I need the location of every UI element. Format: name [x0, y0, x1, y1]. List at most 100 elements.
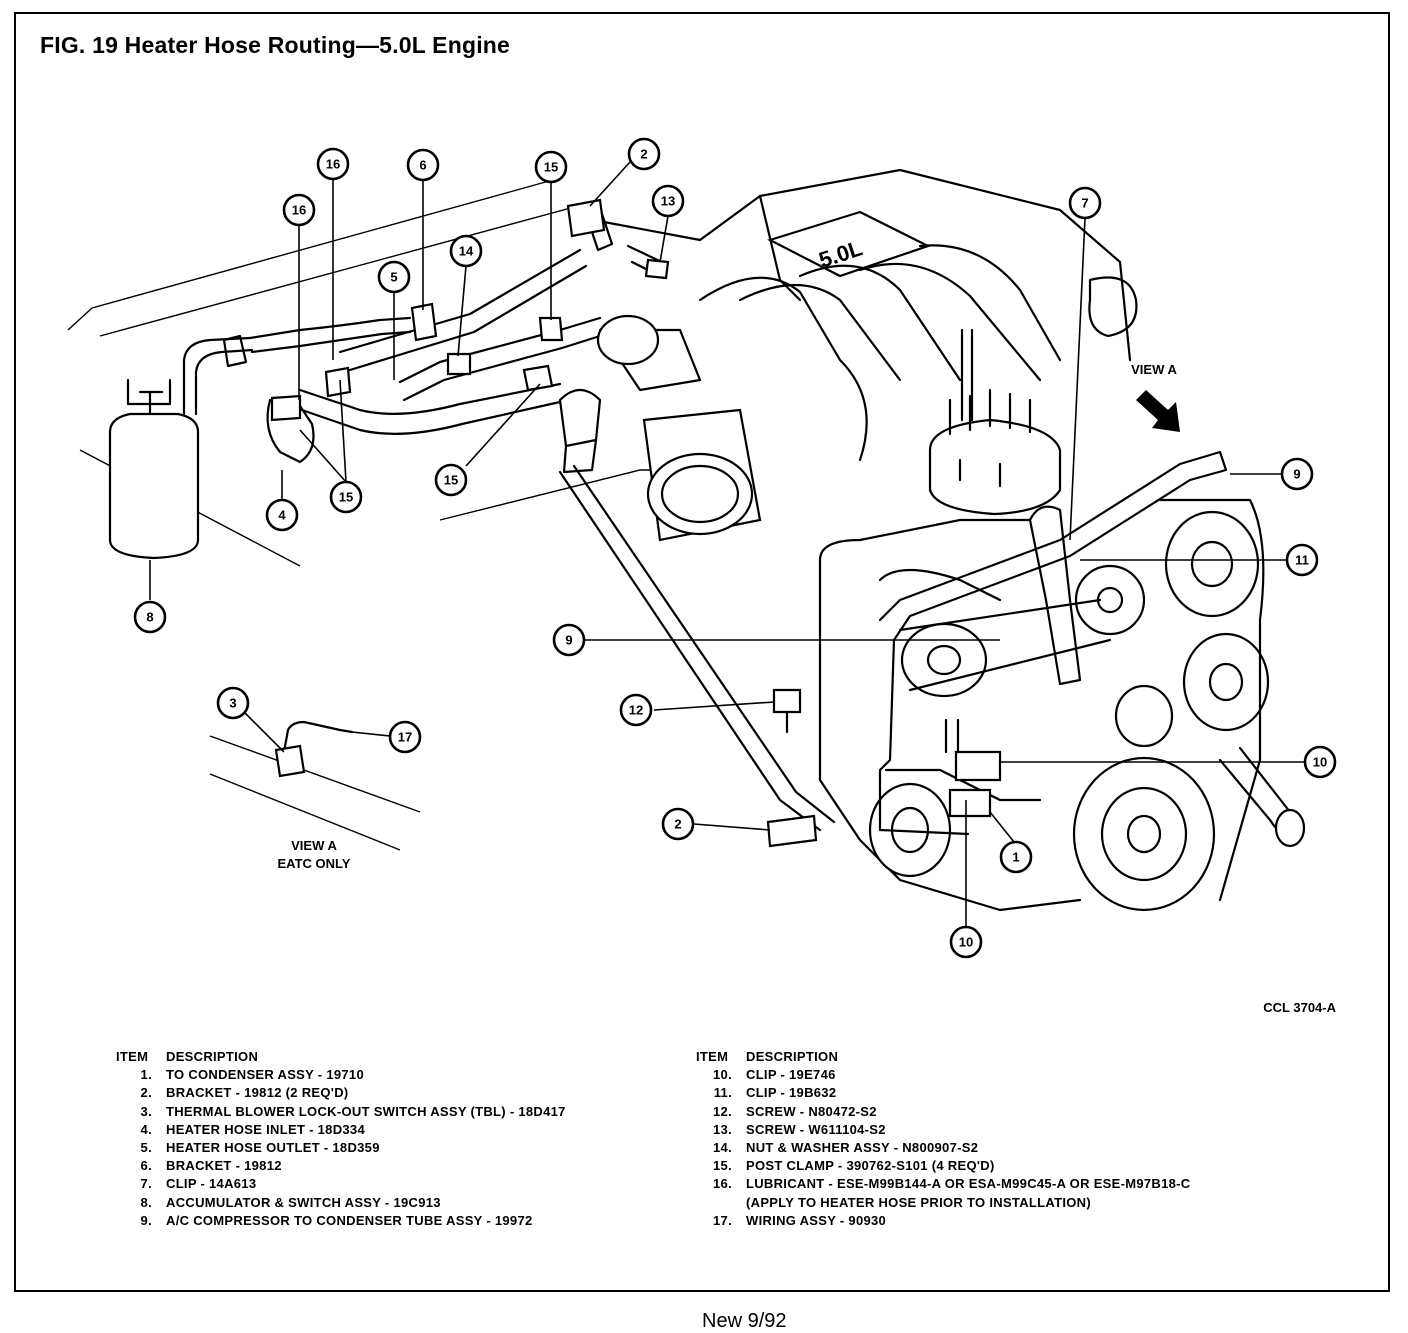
- callout-12: 12: [619, 693, 653, 727]
- svg-text:4: 4: [278, 508, 286, 523]
- callout-11: 11: [1285, 543, 1319, 577]
- legend-item-number: 10.: [713, 1067, 732, 1083]
- legend-item-description: A/C COMPRESSOR TO CONDENSER TUBE ASSY - …: [166, 1212, 533, 1228]
- legend-left-column: ITEM DESCRIPTION 1. TO CONDENSER ASSY - 1…: [116, 1048, 566, 1230]
- callout-16: 16: [316, 147, 350, 181]
- callout-15: 15: [329, 480, 363, 514]
- legend-item-number: 17.: [713, 1212, 732, 1228]
- legend-item-number: 14.: [713, 1140, 732, 1156]
- legend-row: 6.BRACKET - 19812: [116, 1157, 566, 1175]
- svg-text:16: 16: [292, 203, 306, 218]
- legend-item-number: 4.: [140, 1121, 152, 1137]
- legend-row: 7. CLIP - 14A613: [116, 1175, 566, 1193]
- svg-text:1: 1: [1012, 850, 1019, 865]
- legend-header: ITEM DESCRIPTION: [696, 1048, 1191, 1066]
- legend-row: 3.THERMAL BLOWER LOCK-OUT SWITCH ASSY (T…: [116, 1103, 566, 1121]
- legend-item-description: NUT & WASHER ASSY - N800907-S2: [746, 1140, 979, 1156]
- svg-text:2: 2: [640, 147, 647, 162]
- legend-item-number: 5.: [140, 1140, 152, 1156]
- legend-item-description: TO CONDENSER ASSY - 19710: [166, 1067, 364, 1083]
- legend-row: 12.SCREW - N80472-S2: [696, 1103, 1191, 1121]
- callout-8: 8: [133, 600, 167, 634]
- legend-row: 16. LUBRICANT - ESE-M99B144-A OR ESA-M99C…: [696, 1175, 1191, 1193]
- svg-text:6: 6: [419, 158, 426, 173]
- legend-header-item: ITEM: [696, 1049, 729, 1064]
- svg-text:14: 14: [459, 244, 474, 259]
- legend-right-column: ITEM DESCRIPTION 10. CLIP - 19E746 11. CLI…: [696, 1048, 1191, 1230]
- callout-4: 4: [265, 498, 299, 532]
- svg-text:9: 9: [565, 633, 572, 648]
- legend-item-number: 7.: [140, 1176, 152, 1192]
- legend-item-description: CLIP - 19E746: [746, 1067, 836, 1083]
- legend-item-description: HEATER HOSE OUTLET - 18D359: [166, 1140, 380, 1156]
- legend-item-description: CLIP - 19B632: [746, 1085, 837, 1101]
- callout-leaders: [149, 161, 1304, 926]
- legend-row: 1. TO CONDENSER ASSY - 19710: [116, 1066, 566, 1084]
- legend-item-description: SCREW - W611104-S2: [746, 1121, 886, 1137]
- drawing-code: CCL 3704-A: [1263, 1000, 1336, 1015]
- view-a-caption-line1: VIEW A: [291, 838, 337, 853]
- legend-row: 14. NUT & WASHER ASSY - N800907-S2: [696, 1139, 1191, 1157]
- legend-item-number: 15.: [713, 1158, 732, 1174]
- view-a-caption-line2: EATC ONLY: [278, 856, 351, 871]
- legend-header: ITEM DESCRIPTION: [116, 1048, 566, 1066]
- legend-header-description: DESCRIPTION: [746, 1049, 839, 1064]
- legend-item-number: 13.: [713, 1121, 732, 1137]
- svg-text:15: 15: [544, 160, 558, 175]
- legend-row: 10. CLIP - 19E746: [696, 1066, 1191, 1084]
- svg-text:11: 11: [1295, 553, 1309, 568]
- callout-15: 15: [434, 463, 468, 497]
- legend-item-number: 1.: [140, 1067, 152, 1083]
- callout-6: 6: [406, 148, 440, 182]
- figure-title: FIG. 19 Heater Hose Routing—5.0L Engine: [40, 32, 511, 58]
- legend-row: 4. HEATER HOSE INLET - 18D334: [116, 1121, 566, 1139]
- legend-item-description: LUBRICANT - ESE-M99B144-A OR ESA-M99C45-…: [746, 1176, 1191, 1192]
- callout-5: 5: [377, 260, 411, 294]
- legend-item-number: [696, 1194, 746, 1212]
- legend-item-number: 2.: [140, 1085, 152, 1101]
- figure-frame: [14, 12, 1390, 1292]
- svg-text:10: 10: [959, 935, 973, 950]
- svg-text:3: 3: [229, 696, 236, 711]
- legend-row: 11. CLIP - 19B632: [696, 1084, 1191, 1102]
- legend-item-description: SCREW - N80472-S2: [746, 1103, 877, 1119]
- callout-16: 16: [282, 193, 316, 227]
- legend-item-description: (APPLY TO HEATER HOSE PRIOR TO INSTALLAT…: [746, 1194, 1091, 1210]
- view-a-label: VIEW A: [1131, 362, 1177, 377]
- legend-row: 2. BRACKET - 19812 (2 REQ'D): [116, 1084, 566, 1102]
- svg-text:16: 16: [326, 157, 340, 172]
- callout-17: 17: [388, 720, 422, 754]
- svg-text:15: 15: [339, 490, 353, 505]
- callout-2: 2: [661, 807, 695, 841]
- legend-item-number: 11.: [713, 1085, 732, 1101]
- svg-text:17: 17: [398, 730, 412, 745]
- legend-header-description: DESCRIPTION: [166, 1049, 259, 1064]
- callout-15: 15: [534, 150, 568, 184]
- callout-1: 1: [999, 840, 1033, 874]
- legend-item-description: BRACKET - 19812: [166, 1158, 282, 1174]
- callout-14: 14: [449, 234, 483, 268]
- callout-9: 9: [552, 623, 586, 657]
- legend-row: 13. SCREW - W611104-S2: [696, 1121, 1191, 1139]
- callout-bubbles: 16 16 6 5 14 15 2 13 7 4 15 15 8 9 9 11 …: [133, 137, 1337, 959]
- svg-text:15: 15: [444, 473, 458, 488]
- legend-row: 17.WIRING ASSY - 90930: [696, 1212, 1191, 1230]
- callout-13: 13: [651, 184, 685, 218]
- footer-revision: New 9/92: [702, 1310, 787, 1332]
- svg-text:12: 12: [629, 703, 643, 718]
- svg-text:8: 8: [146, 610, 153, 625]
- legend-item-description: HEATER HOSE INLET - 18D334: [166, 1121, 365, 1137]
- svg-text:13: 13: [661, 194, 675, 209]
- legend-row: 8.ACCUMULATOR & SWITCH ASSY - 19C913: [116, 1194, 566, 1212]
- legend-row: 15.POST CLAMP - 390762-S101 (4 REQ'D): [696, 1157, 1191, 1175]
- legend-row: 5. HEATER HOSE OUTLET - 18D359: [116, 1139, 566, 1157]
- legend-item-number: 3.: [140, 1103, 152, 1119]
- legend-item-number: 16.: [713, 1176, 732, 1192]
- legend-item-description: BRACKET - 19812 (2 REQ'D): [166, 1085, 349, 1101]
- legend-item-number: 9.: [140, 1212, 152, 1228]
- svg-text:9: 9: [1293, 467, 1300, 482]
- engine-artwork: [67, 168, 1306, 912]
- legend-item-description: ACCUMULATOR & SWITCH ASSY - 19C913: [166, 1194, 441, 1210]
- legend-item-description: CLIP - 14A613: [166, 1176, 257, 1192]
